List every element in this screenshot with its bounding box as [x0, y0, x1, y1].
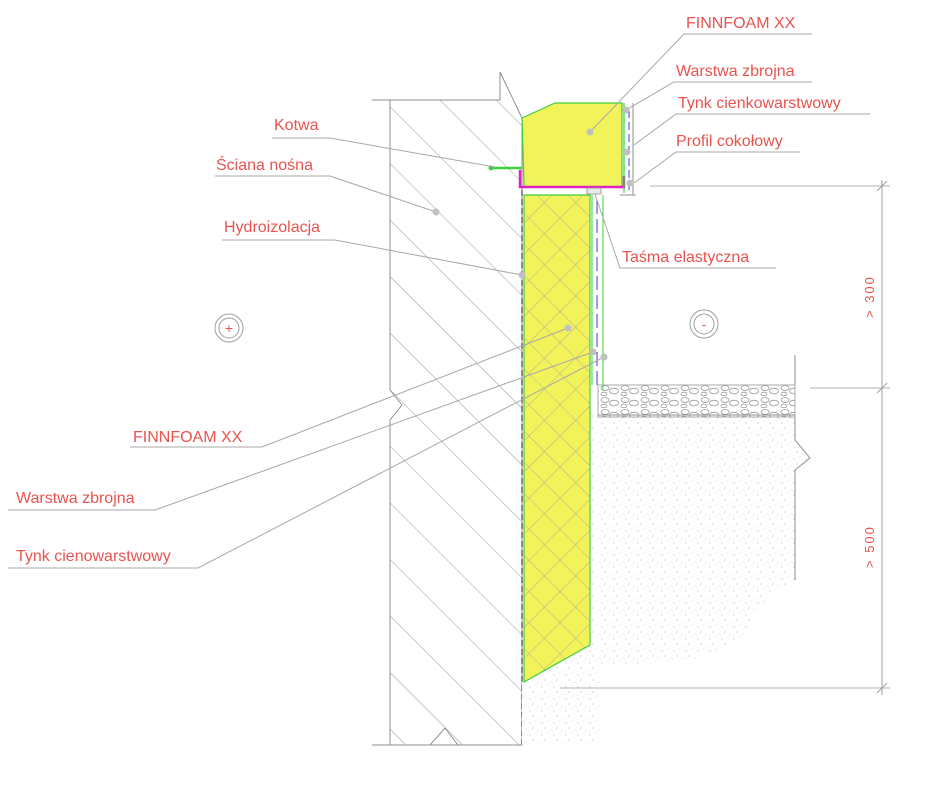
foundation-insulation	[523, 194, 591, 684]
label-thin-render-bottom: Tynk cienowarstwowy	[16, 548, 171, 565]
dimension-lower: > 500	[862, 525, 877, 568]
leader-dots	[432, 106, 634, 361]
elastic-tape	[586, 187, 602, 195]
label-thin-render-top: Tynk cienkowarstwowy	[678, 95, 841, 112]
minus-sign: -	[702, 316, 707, 332]
facade-render-layers	[620, 103, 636, 196]
dimension-upper: > 300	[862, 275, 877, 318]
load-bearing-wall	[372, 71, 523, 746]
label-reinforced-layer-bottom: Warstwa zbrojna	[16, 490, 135, 507]
label-finnfoam-top: FINNFOAM XX	[686, 15, 796, 32]
facade-insulation	[521, 102, 623, 188]
label-elastic-tape: Taśma elastyczna	[622, 249, 749, 266]
leader-lines	[8, 33, 870, 569]
plus-sign: +	[225, 320, 233, 336]
label-load-bearing-wall: Ściana nośna	[216, 155, 313, 174]
label-waterproofing: Hydroizolacja	[224, 219, 320, 236]
outside-marker: -	[689, 309, 719, 339]
label-plinth-profile: Profil cokołowy	[676, 133, 783, 150]
label-finnfoam-bottom: FINNFOAM XX	[133, 429, 243, 446]
inside-marker: +	[214, 313, 244, 343]
label-anchor: Kotwa	[274, 117, 319, 134]
label-reinforced-layer-top: Warstwa zbrojna	[676, 63, 795, 80]
ground-soil	[522, 355, 811, 745]
gravel-layer	[597, 384, 796, 418]
dimension-line	[876, 180, 888, 695]
